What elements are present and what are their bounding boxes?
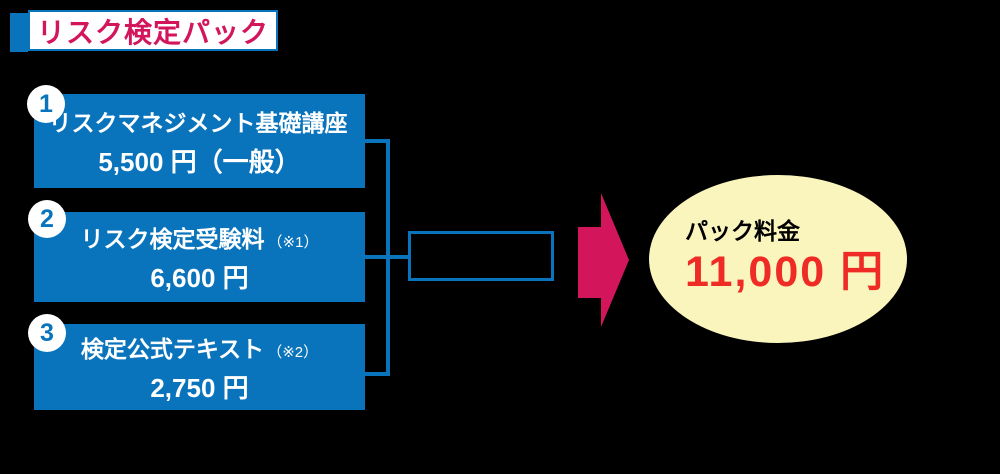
sum-outline-box xyxy=(408,231,554,281)
item-box-course: リスクマネジメント基礎講座 5,500 円（一般） xyxy=(34,94,365,188)
pack-price-label: パック料金 xyxy=(685,218,800,244)
item-box-exam-fee: リスク検定受験料（※1） 6,600 円 xyxy=(34,212,365,302)
number-badge-3: 3 xyxy=(28,314,66,352)
connector-line-bottom xyxy=(365,372,390,376)
item-price: 2,750 円 xyxy=(150,372,249,403)
item-name: 検定公式テキスト（※2） xyxy=(80,335,319,362)
item-price: 6,600 円 xyxy=(150,262,249,293)
title-accent-bar xyxy=(10,13,28,52)
item-name: リスクマネジメント基礎講座 xyxy=(48,109,348,136)
arrow-right-icon xyxy=(578,193,629,327)
pack-price-ellipse: パック料金 11,000 円 xyxy=(649,175,907,343)
connector-line-top xyxy=(365,139,390,143)
page-title-text: リスク検定パック xyxy=(36,16,269,48)
item-price: 5,500 円（一般） xyxy=(98,146,301,177)
number-badge-1: 1 xyxy=(27,85,65,123)
pack-price-value: 11,000 円 xyxy=(685,248,886,296)
item-note: （※1） xyxy=(267,233,319,251)
item-name: リスク検定受験料（※1） xyxy=(80,225,319,252)
item-box-textbook: 検定公式テキスト（※2） 2,750 円 xyxy=(34,324,365,410)
number-badge-2: 2 xyxy=(28,200,66,238)
connector-line-middle xyxy=(365,255,408,259)
page-title: リスク検定パック xyxy=(28,10,278,51)
item-note: （※2） xyxy=(267,343,319,361)
